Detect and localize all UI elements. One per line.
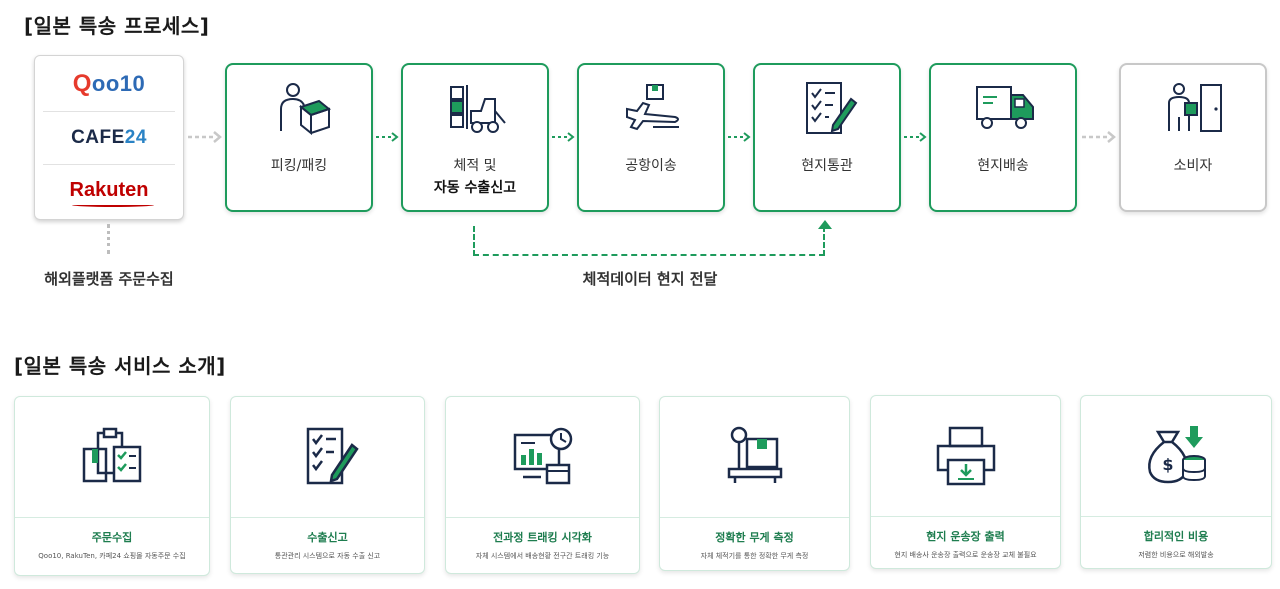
arrow-gray-icon bbox=[188, 131, 222, 143]
platform-rakuten: Rakuten bbox=[43, 164, 175, 216]
cafe24-logo: CAFE24 bbox=[71, 126, 147, 148]
order-clipboard-icon bbox=[82, 427, 142, 483]
step-consumer: 소비자 bbox=[1119, 63, 1267, 212]
checklist-icon bbox=[806, 82, 858, 134]
process-section-title: [일본 특송 프로세스] bbox=[24, 14, 210, 38]
arrow-green-icon bbox=[728, 132, 751, 142]
service-title-4: 정확한 무게 측정 bbox=[715, 531, 794, 544]
arrow-green-icon bbox=[904, 132, 927, 142]
feedback-arrowhead-icon bbox=[818, 220, 832, 229]
service-title-2: 수출신고 bbox=[307, 531, 348, 544]
arrow-gray-icon bbox=[1082, 131, 1116, 143]
feedback-caption: 체적데이터 현지 전달 bbox=[582, 270, 718, 288]
service-title-1: 주문수집 bbox=[91, 531, 133, 544]
service-card-weight: 정확한 무게 측정 자체 체적기를 통한 정확한 무게 측정 bbox=[659, 396, 850, 571]
rakuten-logo: Rakuten bbox=[70, 179, 155, 207]
picking-packing-icon bbox=[280, 83, 331, 136]
checklist-pen-icon bbox=[306, 427, 359, 485]
step-picking-packing: 피킹/패킹 bbox=[225, 63, 373, 212]
forklift-icon bbox=[450, 85, 506, 133]
airplane-icon bbox=[626, 84, 679, 131]
dashboard-chart-icon bbox=[513, 427, 572, 485]
step-label-3: 공항이송 bbox=[625, 158, 677, 174]
service-desc-6: 저렴한 비용으로 해외발송 bbox=[1138, 551, 1214, 559]
service-card-cost: $ 합리적인 비용 저렴한 비용으로 해외발송 bbox=[1080, 395, 1272, 569]
svg-text:$: $ bbox=[1162, 455, 1173, 474]
step-label-5: 현지배송 bbox=[977, 158, 1029, 174]
step-label-2a: 체적 및 bbox=[453, 158, 497, 174]
service-card-tracking: 전과정 트래킹 시각화 자체 시스템에서 배송현황 전구간 트래킹 기능 bbox=[445, 396, 640, 574]
service-title-6: 합리적인 비용 bbox=[1143, 530, 1209, 543]
service-card-waybill: 현지 운송장 출력 현지 배송사 운송장 출력으로 운송장 교체 불필요 bbox=[870, 395, 1061, 569]
volume-data-feedback-line bbox=[473, 226, 825, 256]
qoo10-logo: Qoo10 bbox=[72, 70, 146, 97]
service-desc-1: Qoo10, RakuTen, 카페24 쇼핑몰 자동주문 수집 bbox=[38, 552, 186, 560]
service-desc-2: 통관관리 시스템으로 자동 수출 신고 bbox=[274, 552, 381, 560]
service-title-5: 현지 운송장 출력 bbox=[926, 530, 1005, 543]
service-section-title: [일본 특송 서비스 소개] bbox=[14, 354, 226, 378]
step-airport-transfer: 공항이송 bbox=[577, 63, 725, 212]
service-desc-4: 자체 체적기를 통한 정확한 무게 측정 bbox=[700, 552, 809, 560]
step-volume-export: 체적 및 자동 수출신고 bbox=[401, 63, 549, 212]
service-desc-3: 자체 시스템에서 배송현황 전구간 트래킹 기능 bbox=[475, 552, 610, 560]
step-customs-clearance: 현지통관 bbox=[753, 63, 901, 212]
step-label-1: 피킹/패킹 bbox=[270, 158, 328, 174]
step-label-6: 소비자 bbox=[1173, 158, 1213, 174]
platform-qoo10: Qoo10 bbox=[43, 58, 175, 110]
platform-cafe24: CAFE24 bbox=[43, 111, 175, 163]
step-label-2b: 자동 수출신고 bbox=[433, 180, 517, 196]
service-desc-5: 현지 배송사 운송장 출력으로 운송장 교체 불필요 bbox=[894, 551, 1037, 559]
step-local-delivery: 현지배송 bbox=[929, 63, 1077, 212]
printer-icon bbox=[936, 426, 995, 486]
arrow-green-icon bbox=[552, 132, 575, 142]
service-card-export-declaration: 수출신고 통관관리 시스템으로 자동 수출 신고 bbox=[230, 396, 425, 574]
arrow-green-icon bbox=[376, 132, 399, 142]
platform-dotted-connector bbox=[107, 224, 110, 254]
consumer-icon bbox=[1168, 83, 1222, 132]
platform-caption: 해외플랫폼 주문수집 bbox=[44, 270, 174, 288]
service-card-order-collection: 주문수집 Qoo10, RakuTen, 카페24 쇼핑몰 자동주문 수집 bbox=[14, 396, 210, 576]
scale-box-icon bbox=[727, 426, 782, 483]
delivery-truck-icon bbox=[976, 86, 1034, 129]
money-bag-icon: $ bbox=[1148, 426, 1206, 484]
service-title-3: 전과정 트래킹 시각화 bbox=[493, 531, 592, 544]
step-label-4: 현지통관 bbox=[801, 158, 853, 174]
platforms-box: Qoo10 CAFE24 Rakuten bbox=[34, 55, 184, 220]
